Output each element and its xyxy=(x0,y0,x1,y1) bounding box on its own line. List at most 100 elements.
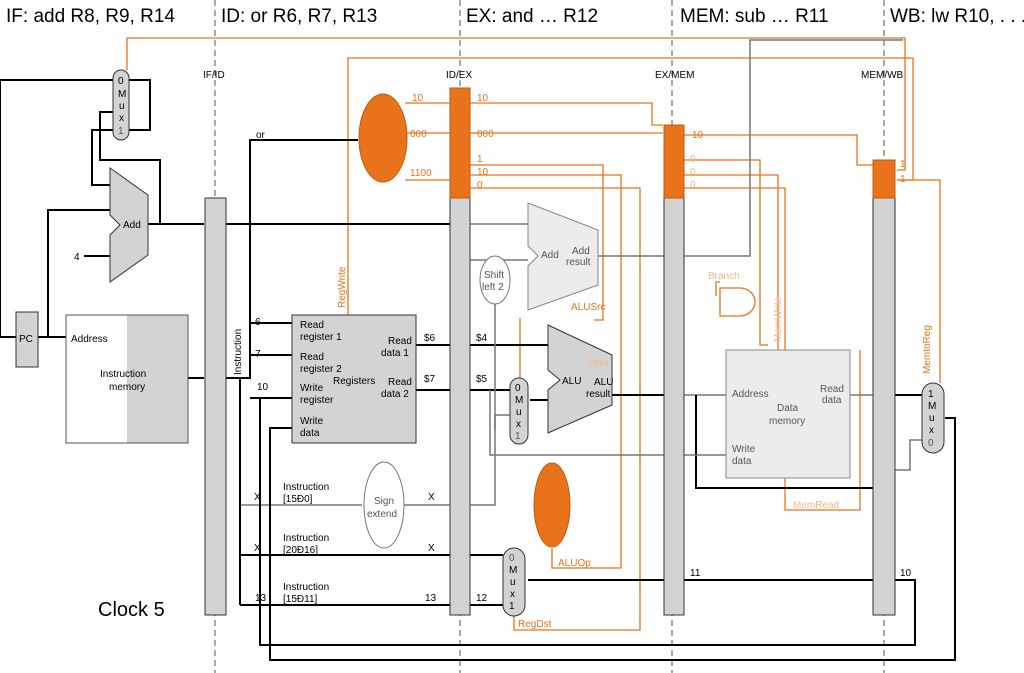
rt-value: 7 xyxy=(255,349,261,360)
svg-text:result: result xyxy=(566,257,591,268)
memwb-1-value: 1 xyxy=(900,159,906,170)
regwrite-label: RegWrite xyxy=(337,266,348,308)
data-memory: Address Read data Data memory Write data xyxy=(725,349,851,479)
stage-title-if: IF: add R8, R9, R14 xyxy=(6,6,175,27)
memwb-2-value: 1 xyxy=(900,174,906,185)
alusrc-label: ALUSrc xyxy=(571,302,605,313)
sign-extend: Sign extend xyxy=(363,461,405,549)
stage-title-ex: EX: and … R12 xyxy=(466,6,598,27)
idex-ex2-value: 10 xyxy=(477,167,489,178)
exmem-m3-value: 0 xyxy=(690,180,696,191)
stage-title-id: ID: or R6, R7, R13 xyxy=(221,6,377,27)
exmem-wb-value: 10 xyxy=(692,130,704,141)
branch-adder: Add Add result xyxy=(527,202,599,311)
id-ex-register xyxy=(449,197,471,616)
instruction-bus-label: Instruction xyxy=(233,329,244,375)
svg-text:Instruction: Instruction xyxy=(100,369,146,380)
instr-20-16-label-2: [20Ð16] xyxy=(283,545,318,556)
ex-mem-control-register xyxy=(663,124,685,199)
alu: ALU ALU result xyxy=(547,324,613,434)
constant-four: 4 xyxy=(74,252,80,263)
pipeline-registers xyxy=(204,87,896,616)
r12-value: 12 xyxy=(476,593,488,604)
exmem-m2-value: 0 xyxy=(690,167,696,178)
svg-text:Read: Read xyxy=(388,336,412,347)
instr-15-11-label-1: Instruction xyxy=(283,582,329,593)
svg-text:u: u xyxy=(510,577,516,588)
svg-text:Add: Add xyxy=(541,250,559,261)
svg-text:Read: Read xyxy=(300,352,324,363)
svg-text:1: 1 xyxy=(509,601,515,612)
svg-text:x: x xyxy=(510,589,515,600)
if-id-label: IF/ID xyxy=(203,70,225,81)
svg-text:0: 0 xyxy=(515,383,521,394)
stage-title-wb: WB: lw R10, . . . xyxy=(890,6,1024,27)
rd-in-value: 10 xyxy=(257,382,269,393)
svg-text:M: M xyxy=(928,401,936,412)
ctrl-wb-value: 10 xyxy=(412,93,424,104)
svg-text:Write: Write xyxy=(732,444,756,455)
svg-text:result: result xyxy=(586,389,611,400)
opcode-or: or xyxy=(256,130,266,141)
id-ex-label: ID/EX xyxy=(446,70,472,81)
branch-label: Branch xyxy=(708,271,740,282)
memread-label: MemRead xyxy=(793,500,839,511)
svg-text:left 2: left 2 xyxy=(482,282,504,293)
svg-text:u: u xyxy=(929,413,935,424)
id-ex-control-register xyxy=(449,87,471,199)
svg-text:Write: Write xyxy=(300,416,324,427)
svg-text:Data: Data xyxy=(777,403,799,414)
svg-text:Address: Address xyxy=(71,334,108,345)
svg-text:u: u xyxy=(516,407,522,418)
instr-15-0-label-2: [15Ð0] xyxy=(283,494,313,505)
data-wires xyxy=(0,39,956,661)
svg-text:memory: memory xyxy=(769,416,805,427)
svg-text:Read: Read xyxy=(388,377,412,388)
ctrl-m-value: 000 xyxy=(410,129,427,140)
mem-wb-control-register xyxy=(872,159,896,199)
x-value-4: X xyxy=(428,543,435,554)
rs-value: 6 xyxy=(255,317,261,328)
reg6-value: $6 xyxy=(424,333,436,344)
svg-text:u: u xyxy=(119,101,125,112)
clock-label: Clock 5 xyxy=(98,599,165,621)
instr-15-0-label-1: Instruction xyxy=(283,482,329,493)
control-wires xyxy=(126,37,941,631)
x-value-3: X xyxy=(254,543,261,554)
reg-dst-mux: 0 M u x 1 xyxy=(502,547,526,617)
svg-text:Add: Add xyxy=(123,220,141,231)
svg-text:register 1: register 1 xyxy=(300,332,342,343)
alu-src-mux: 0 M u x 1 xyxy=(509,377,529,445)
svg-text:memory: memory xyxy=(109,382,145,393)
mem-wb-label: MEM/WB xyxy=(861,70,904,81)
svg-text:M: M xyxy=(509,565,517,576)
reg7-value: $7 xyxy=(424,374,436,385)
svg-text:x: x xyxy=(516,419,521,430)
svg-text:data: data xyxy=(822,395,842,406)
if-id-register xyxy=(204,197,227,616)
reg5-value: $5 xyxy=(476,374,488,385)
memtoreg-label: MemtoReg xyxy=(922,325,933,374)
svg-text:M: M xyxy=(118,89,126,100)
svg-text:extend: extend xyxy=(367,509,397,520)
r11-value: 11 xyxy=(690,568,701,579)
aluop-label: ALUOp xyxy=(558,558,591,569)
instr-20-16-label-1: Instruction xyxy=(283,533,329,544)
pc-mux: 0 M u x 1 xyxy=(112,69,130,141)
svg-text:PC: PC xyxy=(19,334,33,345)
svg-text:Read: Read xyxy=(820,384,844,395)
svg-text:M: M xyxy=(515,395,523,406)
memwrite-label: MemWrite xyxy=(773,296,784,342)
svg-text:register 2: register 2 xyxy=(300,364,342,375)
r13-value: 13 xyxy=(255,593,267,604)
svg-text:Address: Address xyxy=(732,389,769,400)
ctrl-ex-value: 1100 xyxy=(410,168,432,179)
ex-mem-label: EX/MEM xyxy=(655,70,694,81)
alu-control xyxy=(533,462,571,548)
svg-text:data: data xyxy=(300,428,320,439)
r10-value: 10 xyxy=(900,568,912,579)
svg-text:1: 1 xyxy=(928,389,934,400)
mem-wb-register xyxy=(872,197,896,616)
alu-zero-label: Zero xyxy=(588,358,609,369)
